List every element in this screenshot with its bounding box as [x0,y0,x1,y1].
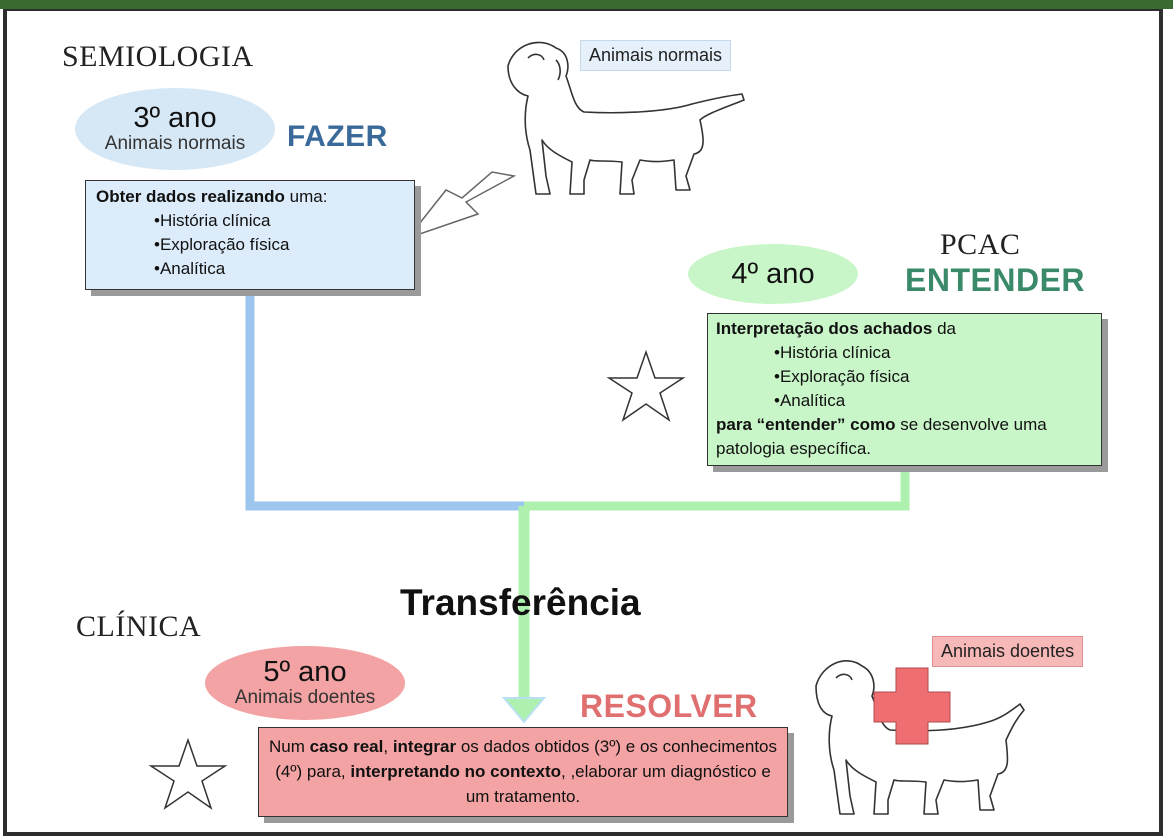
clinica-box-bold-1: caso real [309,737,384,756]
star-icon-pcac [606,349,686,422]
year-5-subtitle: Animais doentes [234,687,376,708]
year-3-subtitle: Animais normais [104,133,246,154]
year-5-label: 5º ano [263,656,347,688]
pcac-item-history: •História clínica [774,343,891,362]
pcac-connector-line [524,468,910,511]
semiologia-box: Obter dados realizando uma: •História cl… [85,180,415,290]
sick-animals-tag: Animais doentes [932,636,1084,667]
pcac-box-tail-bold: para “entender” como [716,415,896,434]
year-5-ellipse: 5º ano Animais doentes [205,646,405,720]
semiologia-item-analytics: •Analítica [154,259,226,278]
clinica-box-bold-3: interpretando no contexto [350,762,561,781]
medical-cross-icon [873,667,951,745]
semiologia-connector-line [245,288,524,511]
pcac-box-tail-rest: se desenvolve uma patologia específica. [716,415,1047,458]
clinica-box-bold-2: integrar [392,737,457,756]
pcac-heading: PCAC [940,228,1021,261]
year-3-ellipse: 3º ano Animais normais [75,88,275,170]
resolver-label: RESOLVER [580,688,758,724]
pcac-box-tail: para “entender” como se desenvolve uma p… [716,413,1093,461]
clinica-box-text-1: Num [269,737,310,756]
pcac-box-lead-bold: Interpretação dos achados [716,319,933,338]
year-4-label: 4º ano [731,258,815,290]
semiologia-box-lead-rest: uma: [284,187,328,206]
year-4-ellipse: 4º ano [688,244,858,304]
fazer-label: FAZER [287,120,388,153]
top-accent-bar [0,0,1173,9]
pcac-item-exam: •Exploração física [774,367,910,386]
pcac-box: Interpretação dos achados da •História c… [707,313,1102,466]
star-icon-clinica [148,737,228,810]
clinica-box-text-3: os dados obtidos (3º) e os conhecimentos… [275,737,778,781]
clinica-box-text-4: , ,elaborar um diagnóstico e um tratamen… [465,762,771,806]
transfer-arrowhead [501,697,547,724]
semiologia-box-lead: Obter dados realizando uma: [96,185,404,209]
hollow-arrow-icon [405,171,517,240]
semiologia-item-exam: •Exploração física [154,235,290,254]
healthy-animals-tag: Animais normais [580,40,732,71]
clinica-box: Num caso real, integrar os dados obtidos… [258,727,788,817]
dog-icon-healthy [507,41,745,195]
slide-frame [3,9,1163,836]
clinica-box-text-2: , [383,737,393,756]
year-3-label: 3º ano [133,102,217,134]
pcac-box-lead-rest: da [932,319,956,338]
entender-label: ENTENDER [905,262,1086,298]
semiologia-item-history: •História clínica [154,211,271,230]
transfer-label: Transferência [400,582,641,623]
semiologia-box-lead-bold: Obter dados realizando [96,187,285,206]
clinica-heading: CLÍNICA [76,610,202,643]
semiologia-heading: SEMIOLOGIA [62,40,254,73]
pcac-item-analytics: •Analítica [774,391,846,410]
pcac-box-lead: Interpretação dos achados da [716,317,1093,341]
